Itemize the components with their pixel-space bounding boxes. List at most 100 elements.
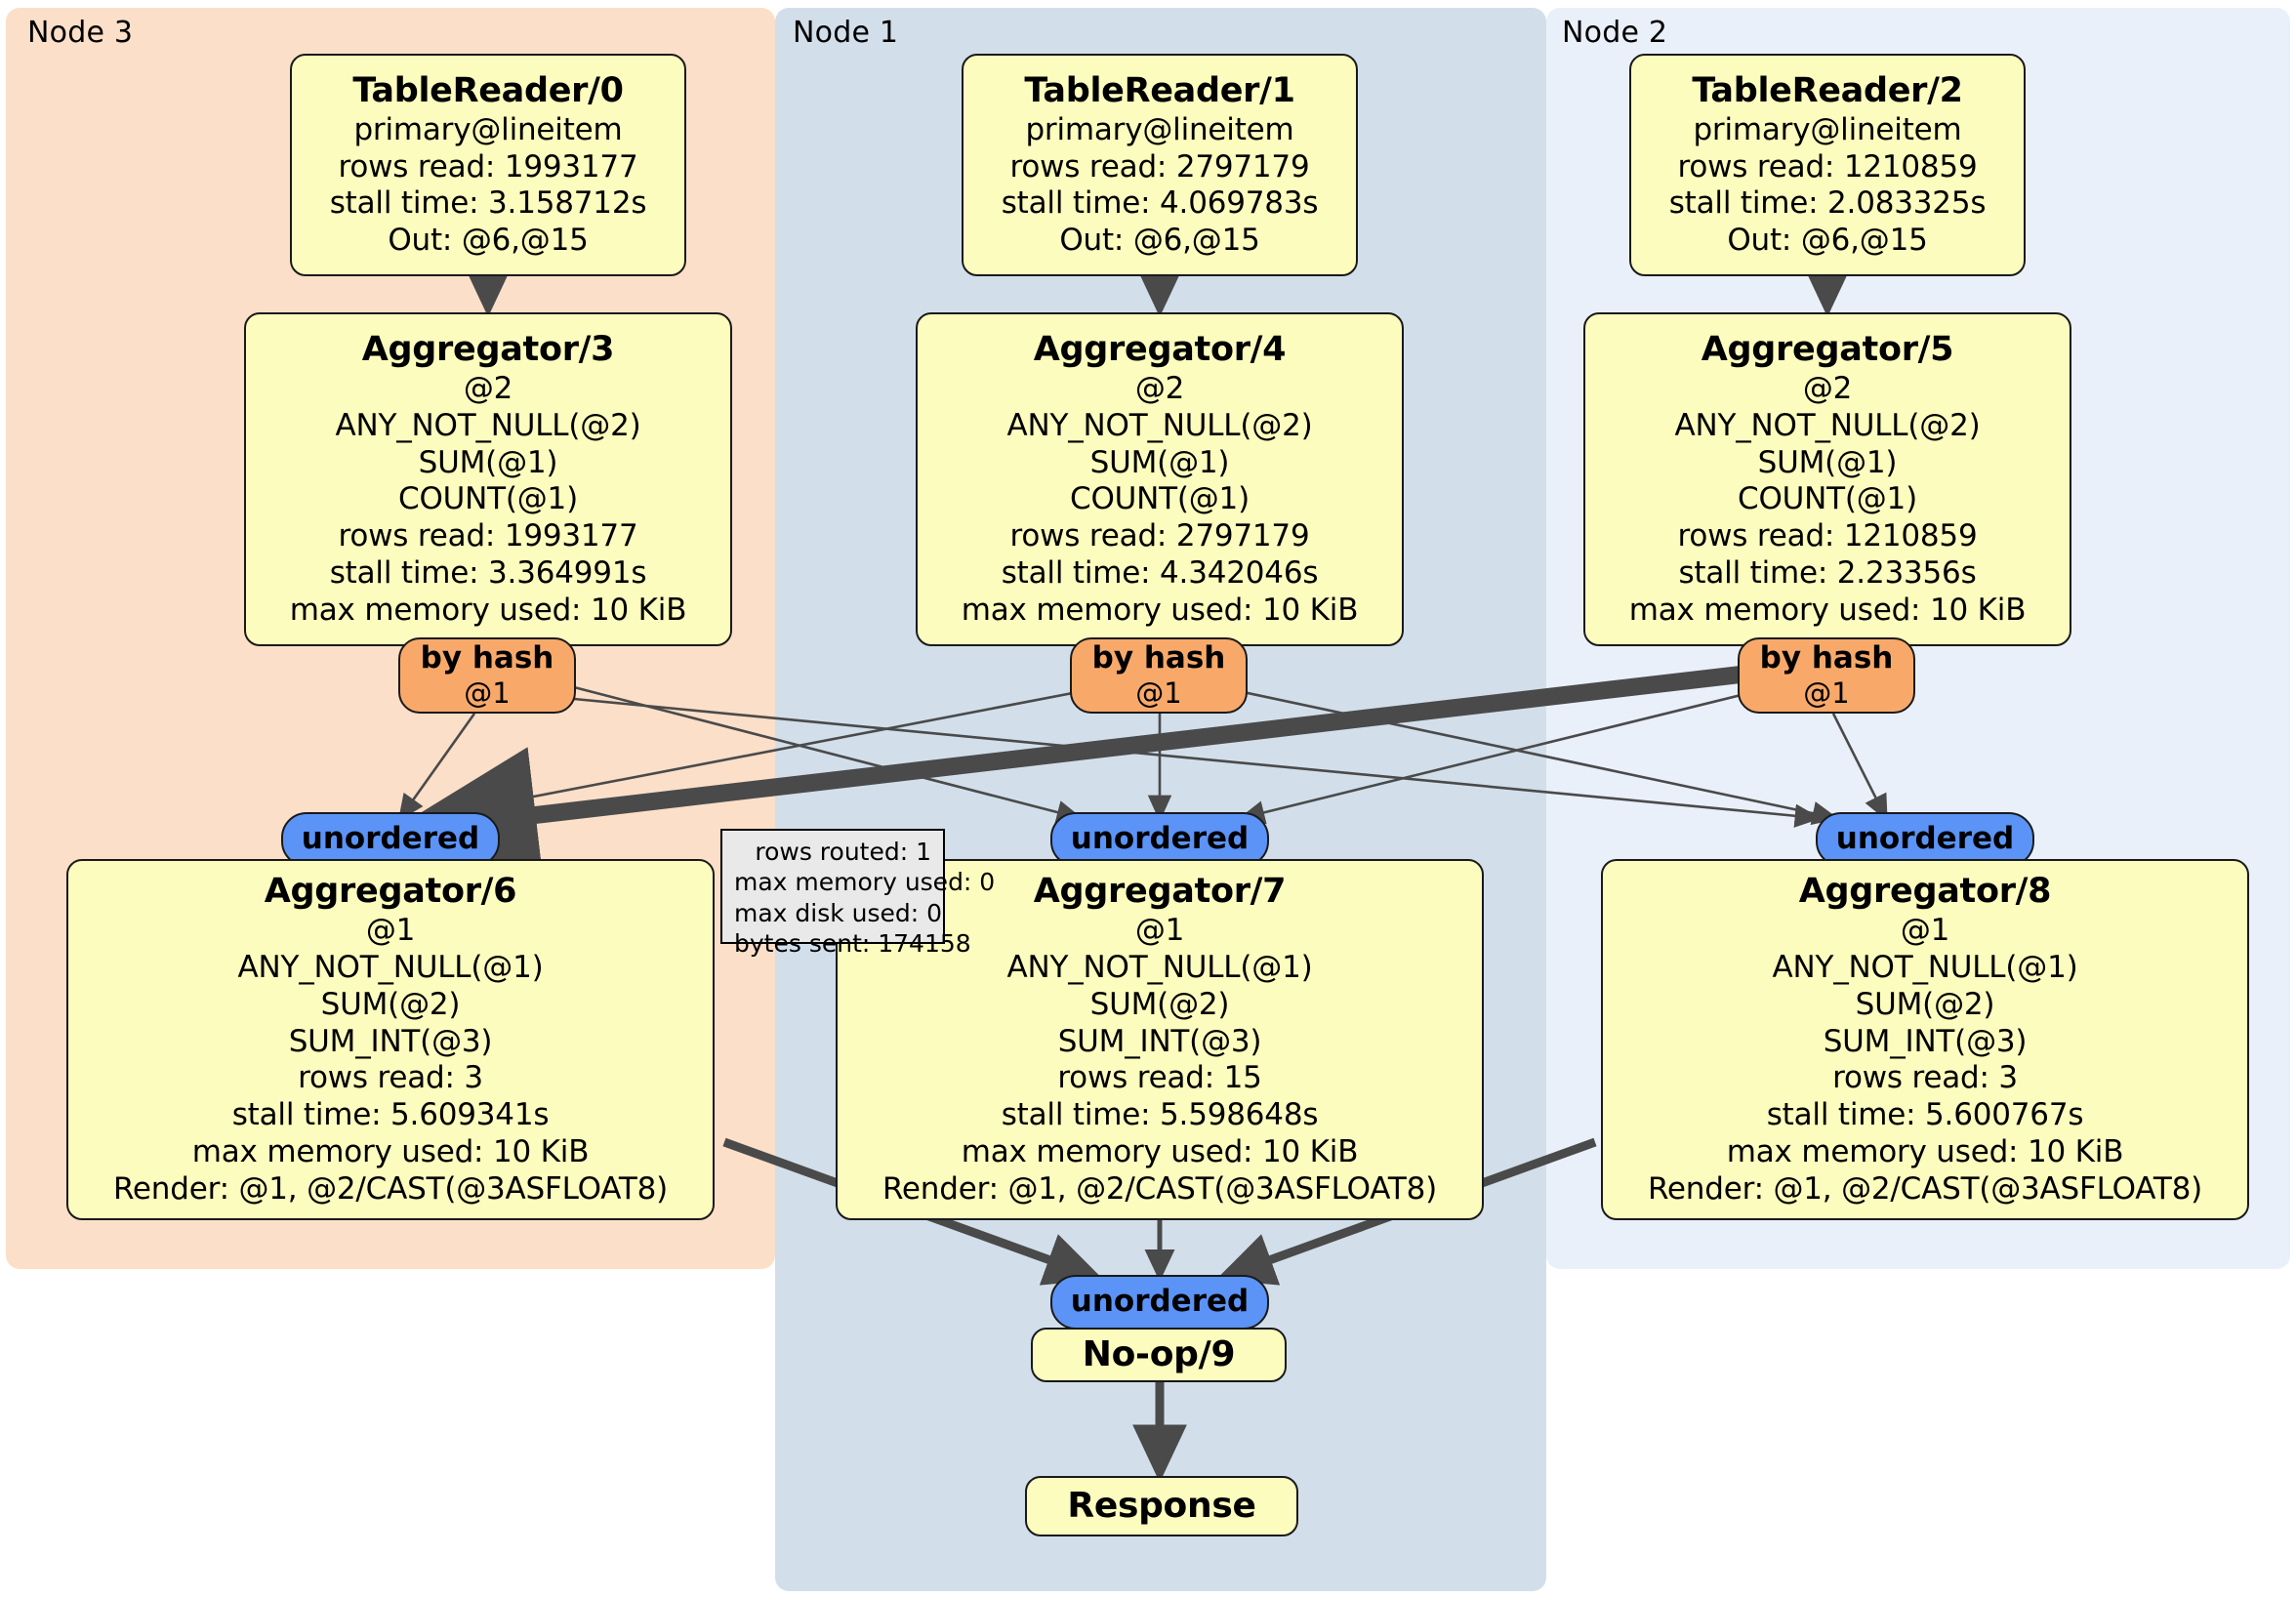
receiver-label: unordered bbox=[301, 821, 480, 857]
node-detail-line: @1 bbox=[1900, 913, 1950, 949]
router-column: @1 bbox=[464, 676, 511, 711]
node-detail-line: rows read: 2797179 bbox=[1009, 148, 1310, 184]
cluster-node1-label: Node 1 bbox=[793, 16, 899, 50]
node-detail-line: rows read: 1993177 bbox=[338, 518, 638, 554]
node-noop-9[interactable]: No-op/9 bbox=[1031, 1328, 1287, 1382]
node-detail-line: Out: @6,@15 bbox=[1059, 223, 1260, 259]
node-detail-line: SUM_INT(@3) bbox=[288, 1023, 493, 1059]
node-response[interactable]: Response bbox=[1025, 1476, 1298, 1536]
node-detail-line: ANY_NOT_NULL(@1) bbox=[1772, 949, 2078, 985]
node-detail-line: @1 bbox=[1134, 913, 1185, 949]
node-detail-line: max memory used: 10 KiB bbox=[961, 592, 1359, 628]
receiver-label: unordered bbox=[1070, 821, 1250, 857]
node-detail-line: max memory used: 10 KiB bbox=[1726, 1133, 2124, 1169]
router-label: by hash bbox=[1091, 640, 1226, 676]
node-aggregator-7[interactable]: Aggregator/7 @1 ANY_NOT_NULL(@1) SUM(@2)… bbox=[836, 859, 1484, 1220]
receiver-unordered-8[interactable]: unordered bbox=[1816, 812, 2034, 867]
node-detail-line: SUM_INT(@3) bbox=[1057, 1023, 1262, 1059]
node-detail-line: @2 bbox=[1134, 371, 1185, 406]
node-detail-line: rows read: 2797179 bbox=[1009, 518, 1310, 554]
node-tablereader-2[interactable]: TableReader/2 primary@lineitem rows read… bbox=[1629, 54, 2026, 276]
node-title: Aggregator/3 bbox=[361, 330, 615, 370]
node-detail-line: @1 bbox=[365, 913, 416, 949]
node-title: TableReader/2 bbox=[1692, 71, 1963, 111]
node-detail-line: rows read: 1210859 bbox=[1677, 518, 1978, 554]
node-detail-line: stall time: 5.598648s bbox=[1001, 1097, 1319, 1133]
stat-line: bytes sent: 174158 bbox=[734, 928, 971, 958]
node-detail-line: stall time: 3.364991s bbox=[329, 555, 647, 592]
node-detail-line: primary@lineitem bbox=[1025, 111, 1294, 147]
receiver-unordered-7[interactable]: unordered bbox=[1050, 812, 1269, 867]
stat-line: max memory used: 0 bbox=[734, 868, 996, 897]
node-title: Aggregator/8 bbox=[1798, 872, 2052, 912]
node-detail-line: SUM(@2) bbox=[1855, 986, 1995, 1022]
node-detail-line: stall time: 2.23356s bbox=[1678, 555, 1977, 592]
receiver-unordered-9[interactable]: unordered bbox=[1050, 1275, 1269, 1330]
node-aggregator-6[interactable]: Aggregator/6 @1 ANY_NOT_NULL(@1) SUM(@2)… bbox=[66, 859, 715, 1220]
node-detail-line: COUNT(@1) bbox=[1070, 481, 1250, 517]
node-detail-line: COUNT(@1) bbox=[398, 481, 578, 517]
node-detail-line: SUM_INT(@3) bbox=[1823, 1023, 2028, 1059]
node-detail-line: stall time: 2.083325s bbox=[1668, 185, 1987, 222]
node-detail-line: rows read: 3 bbox=[298, 1060, 483, 1096]
node-detail-line: rows read: 15 bbox=[1057, 1060, 1262, 1096]
node-detail-line: rows read: 3 bbox=[1832, 1060, 2018, 1096]
node-detail-line: ANY_NOT_NULL(@2) bbox=[335, 407, 641, 443]
node-aggregator-8[interactable]: Aggregator/8 @1 ANY_NOT_NULL(@1) SUM(@2)… bbox=[1601, 859, 2249, 1220]
cluster-node2-label: Node 2 bbox=[1562, 16, 1668, 50]
node-title: Aggregator/5 bbox=[1701, 330, 1954, 370]
node-detail-line: SUM(@2) bbox=[1089, 986, 1230, 1022]
node-tablereader-1[interactable]: TableReader/1 primary@lineitem rows read… bbox=[962, 54, 1358, 276]
node-detail-line: primary@lineitem bbox=[353, 111, 623, 147]
node-detail-line: ANY_NOT_NULL(@2) bbox=[1674, 407, 1981, 443]
stat-line: rows routed: 1 bbox=[755, 838, 931, 866]
router-by-hash-4[interactable]: by hash @1 bbox=[1070, 637, 1248, 714]
node-detail-line: Render: @1, @2/CAST(@3ASFLOAT8) bbox=[882, 1170, 1438, 1207]
node-detail-line: stall time: 4.069783s bbox=[1001, 185, 1319, 222]
node-detail-line: Render: @1, @2/CAST(@3ASFLOAT8) bbox=[1647, 1170, 2203, 1207]
node-detail-line: primary@lineitem bbox=[1693, 111, 1962, 147]
node-aggregator-3[interactable]: Aggregator/3 @2 ANY_NOT_NULL(@2) SUM(@1)… bbox=[244, 312, 732, 646]
router-label: by hash bbox=[420, 640, 554, 676]
node-detail-line: rows read: 1993177 bbox=[338, 148, 638, 184]
node-detail-line: max memory used: 10 KiB bbox=[191, 1133, 590, 1169]
node-detail-line: ANY_NOT_NULL(@1) bbox=[1006, 949, 1313, 985]
node-detail-line: stall time: 5.609341s bbox=[231, 1097, 550, 1133]
node-title: No-op/9 bbox=[1082, 1334, 1236, 1375]
node-title: TableReader/1 bbox=[1024, 71, 1295, 111]
node-title: TableReader/0 bbox=[352, 71, 624, 111]
node-detail-line: @2 bbox=[463, 371, 513, 406]
node-detail-line: COUNT(@1) bbox=[1738, 481, 1917, 517]
node-detail-line: max memory used: 10 KiB bbox=[961, 1133, 1359, 1169]
node-detail-line: max memory used: 10 KiB bbox=[1628, 592, 2027, 628]
node-detail-line: ANY_NOT_NULL(@2) bbox=[1006, 407, 1313, 443]
router-column: @1 bbox=[1135, 676, 1182, 711]
router-by-hash-3[interactable]: by hash @1 bbox=[398, 637, 576, 714]
node-detail-line: stall time: 3.158712s bbox=[329, 185, 647, 222]
stat-line: max disk used: 0 bbox=[734, 898, 943, 927]
node-title: Response bbox=[1067, 1486, 1256, 1527]
node-detail-line: max memory used: 10 KiB bbox=[289, 592, 687, 628]
node-detail-line: @2 bbox=[1802, 371, 1853, 406]
receiver-label: unordered bbox=[1835, 821, 2015, 857]
node-detail-line: rows read: 1210859 bbox=[1677, 148, 1978, 184]
node-detail-line: Render: @1, @2/CAST(@3ASFLOAT8) bbox=[112, 1170, 669, 1207]
node-detail-line: stall time: 5.600767s bbox=[1766, 1097, 2084, 1133]
node-detail-line: Out: @6,@15 bbox=[1727, 223, 1928, 259]
node-detail-line: SUM(@1) bbox=[1089, 444, 1230, 480]
node-title: Aggregator/7 bbox=[1033, 872, 1287, 912]
node-title: Aggregator/6 bbox=[264, 872, 517, 912]
router-column: @1 bbox=[1803, 676, 1850, 711]
router-label: by hash bbox=[1759, 640, 1894, 676]
node-aggregator-4[interactable]: Aggregator/4 @2 ANY_NOT_NULL(@2) SUM(@1)… bbox=[916, 312, 1404, 646]
node-aggregator-5[interactable]: Aggregator/5 @2 ANY_NOT_NULL(@2) SUM(@1)… bbox=[1583, 312, 2071, 646]
router-stats-box: rows routed: 1 max memory used: 0 max di… bbox=[720, 829, 996, 958]
router-by-hash-5[interactable]: by hash @1 bbox=[1738, 637, 1915, 714]
node-tablereader-0[interactable]: TableReader/0 primary@lineitem rows read… bbox=[290, 54, 686, 276]
receiver-label: unordered bbox=[1070, 1284, 1250, 1320]
node-detail-line: SUM(@1) bbox=[418, 444, 558, 480]
node-detail-line: ANY_NOT_NULL(@1) bbox=[237, 949, 544, 985]
node-detail-line: SUM(@1) bbox=[1757, 444, 1898, 480]
cluster-node3-label: Node 3 bbox=[27, 16, 134, 50]
